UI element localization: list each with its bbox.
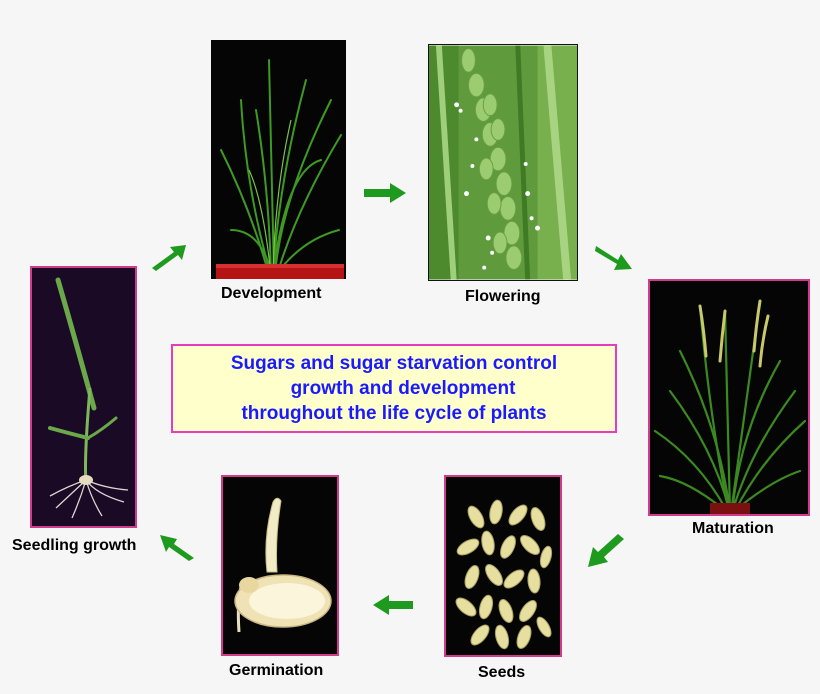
rice-seedling-in-pot-icon [211,40,346,279]
mature-rice-plant-icon [650,281,808,514]
seedling-growth-photo [30,266,137,528]
maturation-photo [648,279,810,516]
maturation-label: Maturation [692,520,774,537]
flowering-label: Flowering [465,288,541,305]
seeds-label: Seeds [478,664,526,681]
arrow-maturation-to-seeds [584,533,628,571]
development-label: Development [221,285,322,302]
arrow-right-down-icon [595,246,632,270]
arrow-development-to-flowering [362,180,408,206]
central-message-box: Sugars and sugar starvation control grow… [171,344,617,433]
rice-grains-icon [446,477,560,655]
germination-label: Germination [229,662,324,679]
arrow-right-icon [364,183,406,203]
arrow-germination-to-seedling [156,530,198,564]
young-seedling-icon [32,268,135,526]
germinating-seed-icon [223,477,337,654]
germination-photo [221,475,339,656]
arrow-seeds-to-germination [371,593,415,617]
center-text-line-2: growth and development [290,378,516,399]
flowering-photo [428,44,578,281]
arrow-flowering-to-maturation [592,238,636,274]
seeds-photo [444,475,562,657]
arrow-left-down-icon [588,534,624,567]
center-text-line-3: throughout the life cycle of plants [241,403,547,424]
development-photo [211,40,346,279]
seedling-growth-label: Seedling growth [12,537,137,554]
arrow-left-icon [373,595,413,615]
rice-panicle-flowers-icon [429,45,577,280]
arrow-right-up-icon [152,245,186,271]
arrow-seedling-to-development [148,240,192,274]
arrow-left-up-icon [160,535,194,561]
center-text-line-1: Sugars and sugar starvation control [230,353,558,374]
